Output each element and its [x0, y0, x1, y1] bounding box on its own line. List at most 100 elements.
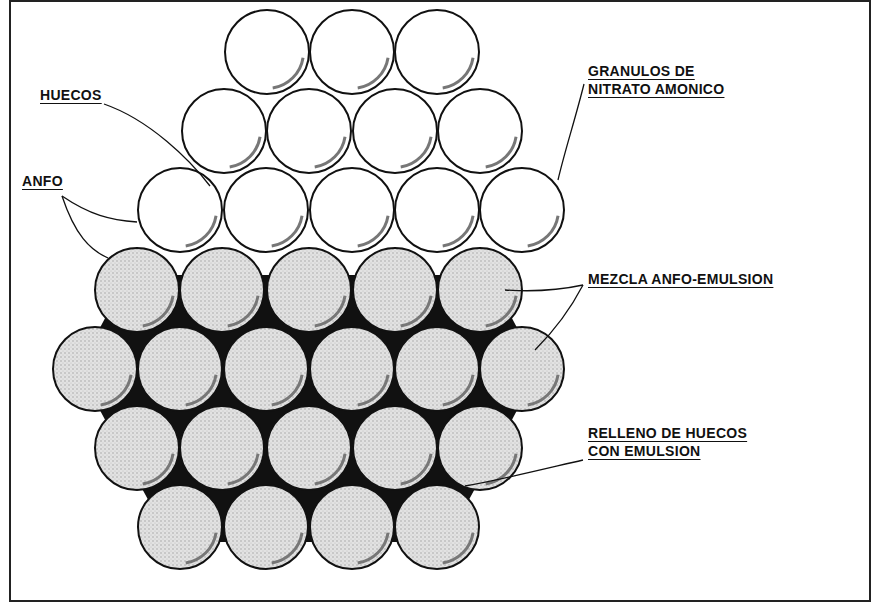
granule-outline: [395, 168, 479, 252]
leader-line: [535, 285, 583, 350]
granule-outline: [310, 10, 394, 94]
granule: [224, 485, 308, 569]
granule: [480, 327, 564, 411]
granule-shading: [227, 295, 259, 327]
granule: [480, 168, 564, 252]
granule: [395, 327, 479, 411]
granule-outline: [267, 406, 351, 490]
granule-shading: [314, 136, 346, 168]
granule: [95, 248, 179, 332]
callout-label: RELLENO DE HUECOS CON EMULSION: [588, 424, 768, 460]
granule-outline: [138, 485, 222, 569]
granule: [395, 485, 479, 569]
granule-shading: [527, 215, 559, 247]
leader-line: [104, 104, 210, 186]
granule-shading: [485, 295, 517, 327]
granule-outline: [180, 406, 264, 490]
granule-shading: [400, 295, 432, 327]
granule: [353, 89, 437, 173]
granule-outline: [267, 89, 351, 173]
granule-outline: [138, 168, 222, 252]
granule-shading: [271, 215, 303, 247]
granule: [138, 327, 222, 411]
granule: [438, 89, 522, 173]
granule-shading: [357, 532, 389, 564]
granule-outline: [180, 248, 264, 332]
granule-shading: [485, 136, 517, 168]
granule: [395, 10, 479, 94]
granule-outline: [353, 89, 437, 173]
callout-label: GRANULOS DE NITRATO AMONICO: [588, 62, 748, 98]
granule-shading: [314, 295, 346, 327]
leader-line: [62, 196, 137, 222]
granule-shading: [142, 453, 174, 485]
leader-line: [62, 196, 108, 258]
granule-shading: [357, 57, 389, 89]
granule-shading: [357, 374, 389, 406]
granule-outline: [224, 327, 308, 411]
leader-line: [505, 285, 583, 291]
granule: [310, 168, 394, 252]
granule-shading: [442, 374, 474, 406]
granule: [224, 168, 308, 252]
granule-shading: [357, 215, 389, 247]
granule-shading: [185, 374, 217, 406]
granule: [353, 406, 437, 490]
granule-shading: [185, 215, 217, 247]
granule: [224, 327, 308, 411]
granule-shading: [185, 532, 217, 564]
granule-outline: [310, 168, 394, 252]
granule-shading: [400, 453, 432, 485]
granule-outline: [310, 327, 394, 411]
granule: [310, 485, 394, 569]
granule-shading: [271, 532, 303, 564]
leader-lines: [62, 84, 584, 486]
granule-outline: [95, 406, 179, 490]
granule-outline: [182, 89, 266, 173]
granule-shading: [142, 295, 174, 327]
granule-shading: [400, 136, 432, 168]
granule-shading: [100, 374, 132, 406]
granule-outline: [53, 327, 137, 411]
granule: [182, 89, 266, 173]
granule: [267, 248, 351, 332]
granule-outline: [480, 327, 564, 411]
granule: [225, 10, 309, 94]
granule: [180, 406, 264, 490]
granule-outline: [225, 10, 309, 94]
granule-outline: [438, 89, 522, 173]
granule-outline: [138, 327, 222, 411]
callout-label: HUECOS: [40, 86, 130, 104]
frame: [10, 1, 870, 601]
granule: [180, 248, 264, 332]
granule-shading: [442, 57, 474, 89]
granule-outline: [353, 248, 437, 332]
granule-outline: [95, 248, 179, 332]
granule: [310, 327, 394, 411]
granule-shading: [442, 215, 474, 247]
granule: [267, 406, 351, 490]
callout-label: MEZCLA ANFO-EMULSION: [588, 270, 828, 288]
granule-shading: [272, 57, 304, 89]
granule-outline: [267, 248, 351, 332]
granule: [138, 485, 222, 569]
callout-label: ANFO: [22, 172, 92, 190]
granule-outline: [395, 485, 479, 569]
leader-line: [465, 460, 583, 486]
granule: [353, 248, 437, 332]
granule-shading: [229, 136, 261, 168]
granule-shading: [527, 374, 559, 406]
granule-outline: [224, 168, 308, 252]
granule-shading: [227, 453, 259, 485]
granule-outline: [395, 327, 479, 411]
granule: [53, 327, 137, 411]
granule-outline: [224, 485, 308, 569]
granule: [310, 10, 394, 94]
granule-shading: [314, 453, 346, 485]
granule-shading: [271, 374, 303, 406]
granule: [267, 89, 351, 173]
leader-line: [558, 84, 584, 180]
granule-shading: [442, 532, 474, 564]
